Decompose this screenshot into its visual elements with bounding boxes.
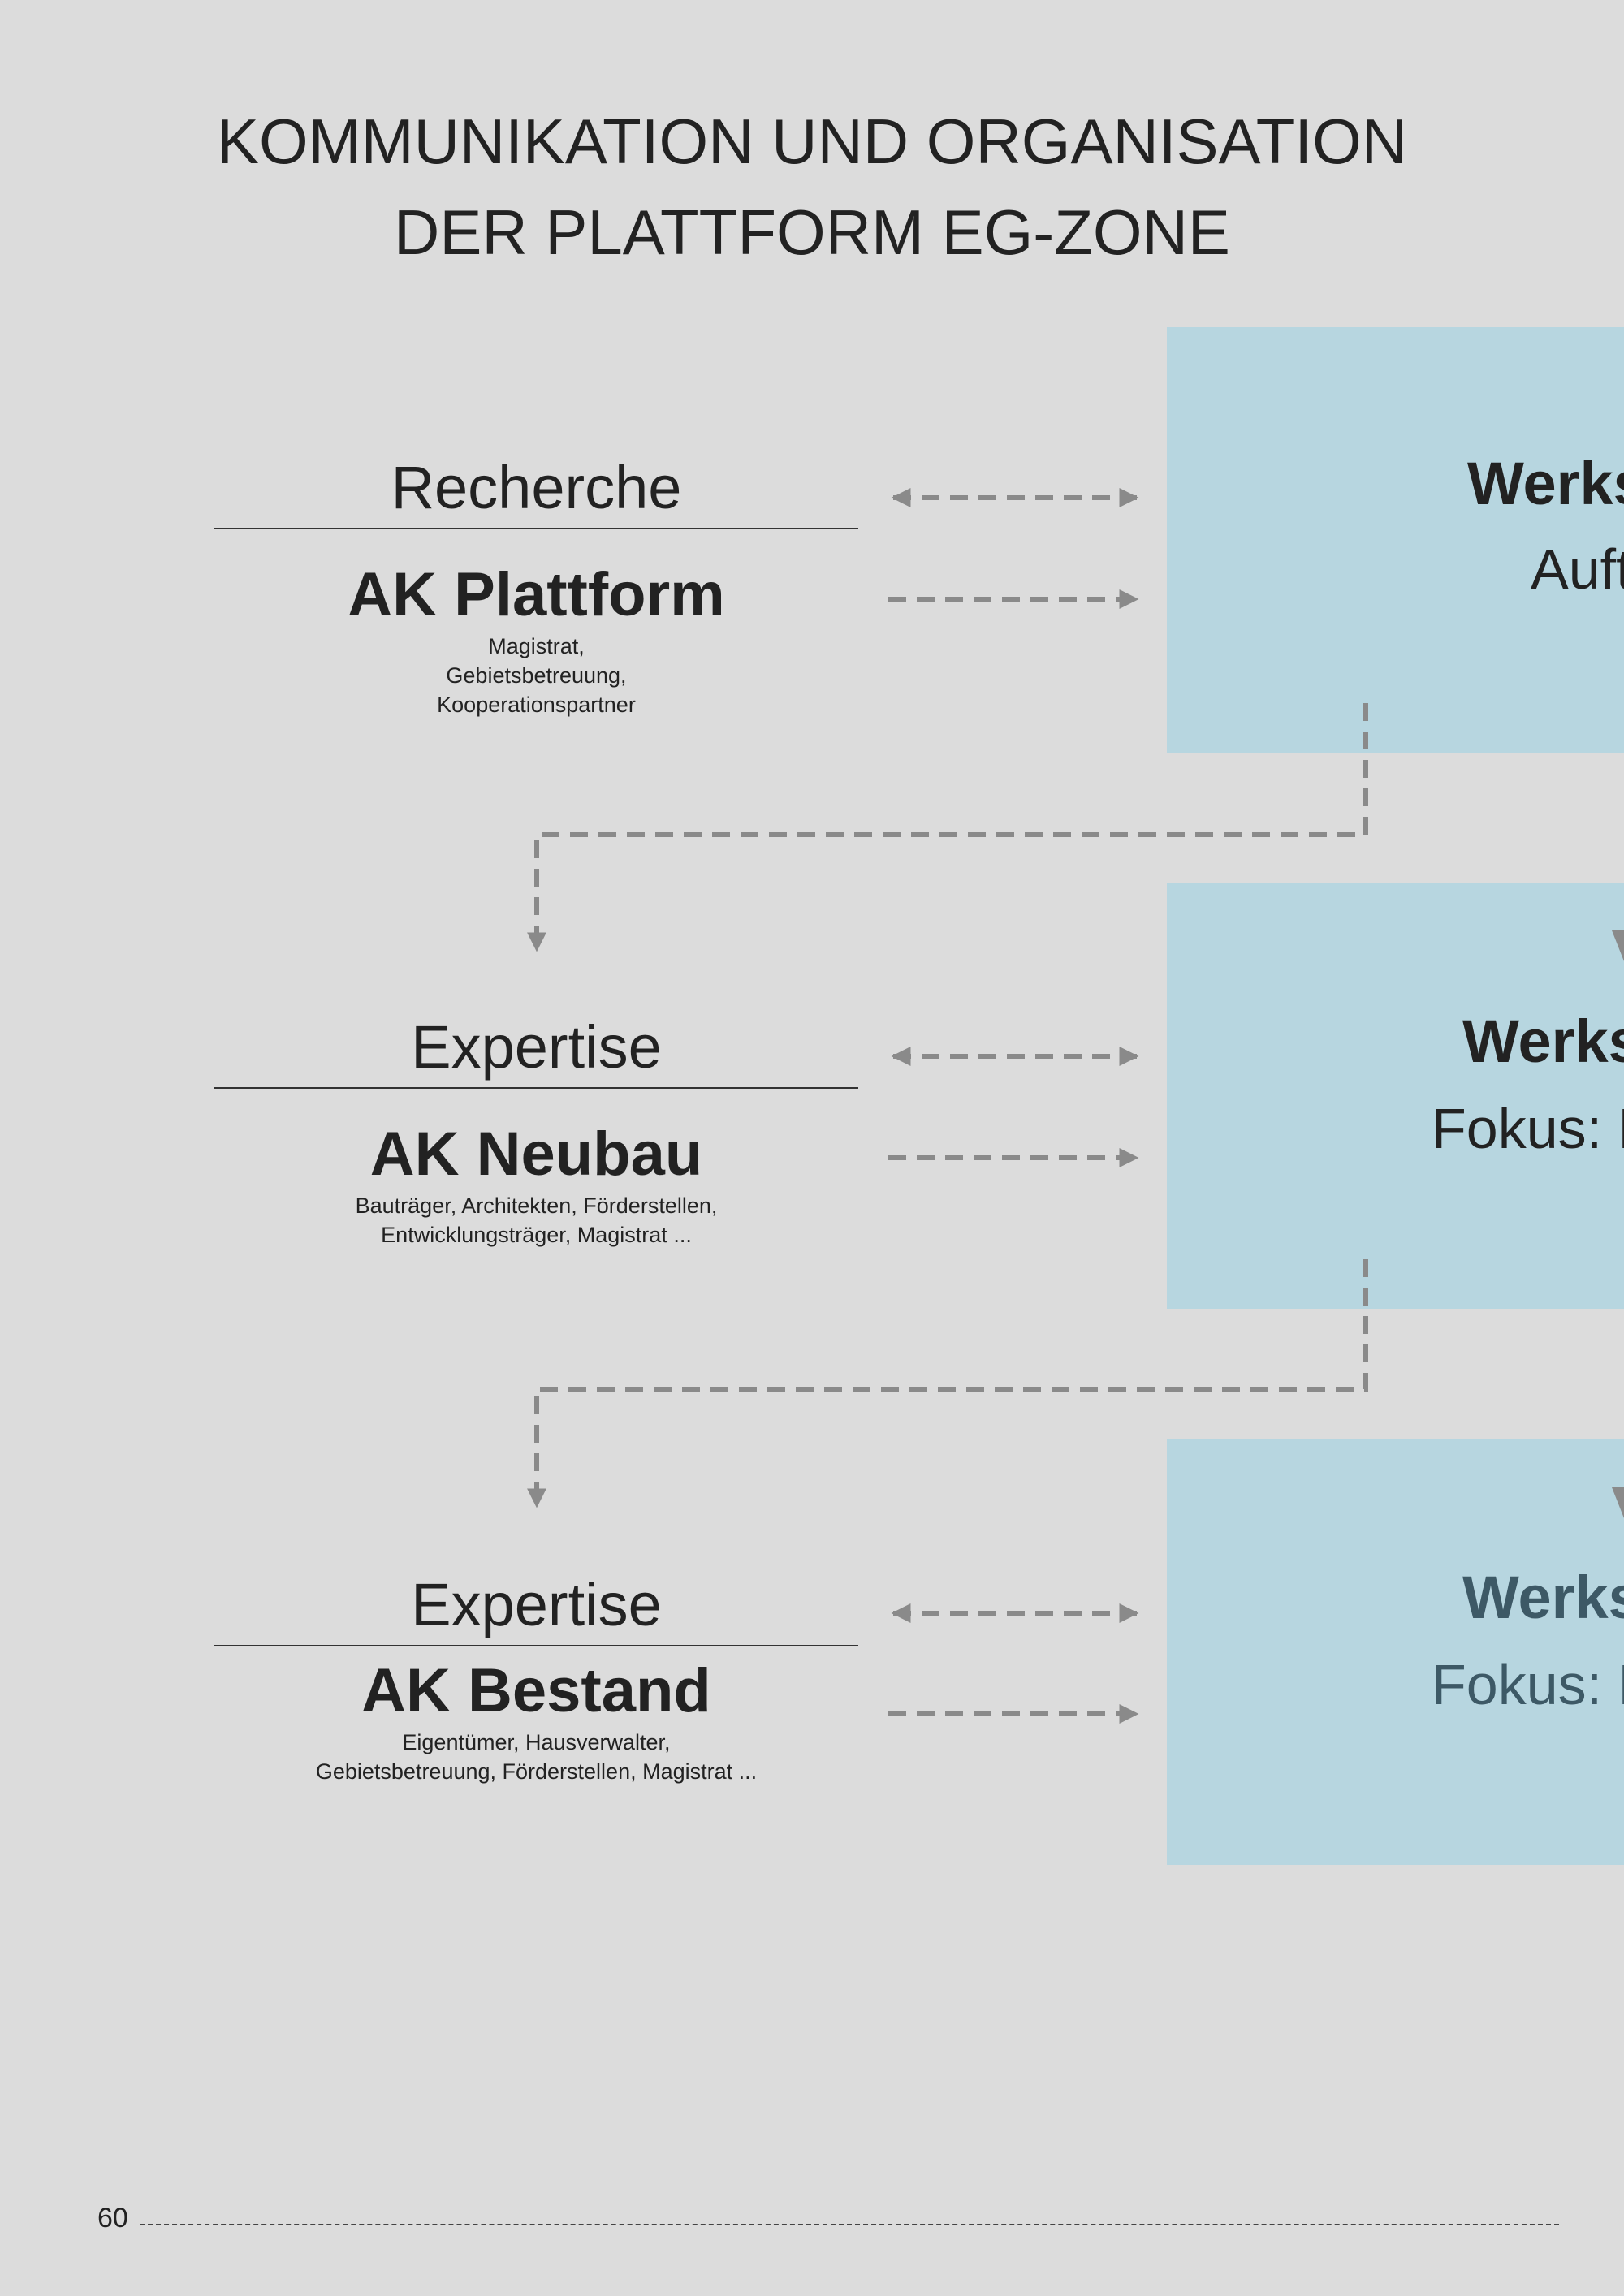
page-title: KOMMUNIKATION UND ORGANISATION DER PLATT… — [162, 96, 1462, 278]
arrowhead-partial-2 — [1612, 930, 1624, 961]
title-line-2: DER PLATTFORM EG-ZONE — [394, 196, 1230, 268]
page-number: 60 — [97, 2203, 128, 2233]
arrowhead-partial-3 — [1612, 1487, 1624, 1518]
members-line: Gebietsbetreuung, — [446, 663, 627, 688]
members-line: Magistrat, — [488, 634, 585, 658]
divider — [214, 1645, 858, 1646]
divider — [214, 1087, 858, 1089]
workshop-panel-3-subtitle: Fokus: B — [1432, 1653, 1624, 1716]
group-name: AK Plattform — [348, 560, 725, 629]
category-label: Expertise — [411, 1013, 662, 1081]
row-neubau: Expertise AK Neubau Bauträger, Architekt… — [214, 1011, 858, 1249]
workshop-panel-1-title: Werks — [1467, 450, 1624, 517]
members-line: Kooperationspartner — [437, 693, 636, 717]
workshop-panel-2-title: Werks — [1462, 1008, 1624, 1075]
divider — [214, 528, 858, 529]
title-line-1: KOMMUNIKATION UND ORGANISATION — [216, 106, 1408, 177]
row-plattform: Recherche AK Plattform Magistrat, Gebiet… — [214, 451, 858, 719]
row-bestand: Expertise AK Bestand Eigentümer, Hausver… — [214, 1569, 858, 1786]
members-line: Eigentümer, Hausverwalter, — [402, 1730, 671, 1754]
members-line: Bauträger, Architekten, Förderstellen, — [355, 1193, 718, 1218]
group-name: AK Neubau — [369, 1120, 703, 1189]
footer-dashed-rule — [140, 2224, 1559, 2225]
connector-down-1 — [527, 703, 1368, 952]
category-label: Expertise — [411, 1571, 662, 1638]
category-label: Recherche — [391, 454, 682, 521]
connector-down-2 — [527, 1259, 1368, 1508]
workshop-panel-1-subtitle: Auft — [1531, 537, 1624, 601]
workshop-panel-1: Werks Auft — [1167, 327, 1624, 753]
workshop-panel-3-title: Werks — [1462, 1564, 1624, 1631]
members-line: Entwicklungsträger, Magistrat ... — [381, 1223, 692, 1247]
workshop-panel-3: Werks Fokus: B — [1167, 1439, 1624, 1865]
workshop-panel-2-subtitle: Fokus: N — [1432, 1097, 1624, 1160]
members-line: Gebietsbetreuung, Förderstellen, Magistr… — [315, 1759, 758, 1784]
group-name: AK Bestand — [361, 1656, 711, 1725]
workshop-panel-2: Werks Fokus: N — [1167, 883, 1624, 1309]
